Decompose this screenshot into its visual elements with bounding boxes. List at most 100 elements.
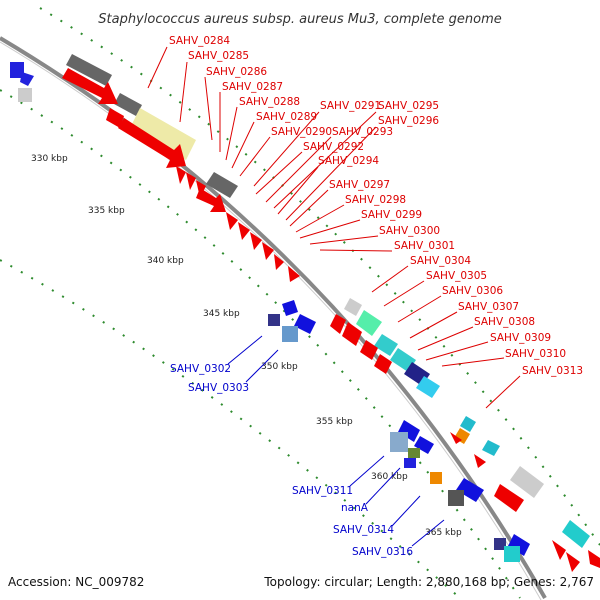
tick-row-outer	[39, 7, 600, 546]
kbp-label: 340 kbp	[147, 256, 184, 266]
gene-label: SAHV_0304	[410, 255, 471, 267]
gene-arrow	[206, 172, 238, 198]
gene-arrow	[398, 420, 420, 442]
gene-arrow	[10, 62, 24, 78]
gene-label: SAHV_0303	[188, 382, 249, 394]
topology-label: Topology: circular; Length: 2,880,168 bp…	[263, 575, 594, 589]
gene-arrow	[18, 88, 32, 102]
kbp-label: 330 kbp	[31, 154, 68, 164]
gene-arrow	[262, 242, 274, 260]
gene-arrow	[330, 314, 346, 334]
gene-label: SAHV_0295	[378, 100, 439, 112]
blue-leader-lines	[227, 335, 445, 547]
tick-row-inner	[0, 89, 521, 599]
gene-label: SAHV_0296	[378, 115, 439, 127]
gene-arrow	[356, 310, 382, 336]
gene-arrow	[238, 222, 250, 240]
red-genes	[62, 68, 600, 572]
gene-arrow	[226, 212, 238, 230]
gene-arrow	[408, 448, 420, 458]
gene-label: SAHV_0299	[361, 209, 422, 221]
gene-label: SAHV_0311	[292, 485, 353, 497]
gene-label: SAHV_0287	[222, 81, 283, 93]
kbp-label: 355 kbp	[316, 417, 353, 427]
gene-label: SAHV_0291	[320, 100, 381, 112]
gene-label: SAHV_0294	[318, 155, 379, 167]
gene-label: SAHV_0288	[239, 96, 300, 108]
gene-label: SAHV_0309	[490, 332, 551, 344]
gene-label: SAHV_0297	[329, 179, 390, 191]
red-leader-lines	[147, 46, 521, 409]
gene-arrow	[552, 540, 566, 560]
gene-label: SAHV_0302	[170, 363, 231, 375]
gene-arrow	[450, 432, 462, 444]
kbp-label: 350 kbp	[261, 362, 298, 372]
gene-arrow	[282, 326, 298, 342]
gene-arrow	[588, 550, 600, 568]
gene-arrow	[288, 266, 300, 282]
gene-arrow	[510, 466, 544, 498]
gene-arrow	[344, 298, 362, 316]
gene-arrow	[118, 118, 186, 168]
gene-arrow	[494, 484, 524, 512]
gene-label: SAHV_0285	[188, 50, 249, 62]
gene-label: SAHV_0313	[522, 365, 583, 377]
gene-arrow	[374, 354, 392, 374]
gene-label: SAHV_0310	[505, 348, 566, 360]
gene-arrow	[414, 436, 434, 454]
gene-arrow	[374, 334, 398, 356]
gene-arrow	[566, 552, 580, 572]
kbp-label: 335 kbp	[88, 206, 125, 216]
tick-rows	[0, 7, 600, 599]
gene-label: SAHV_0308	[474, 316, 535, 328]
gene-label: SAHV_0307	[458, 301, 519, 313]
gene-arrow	[494, 538, 506, 550]
gene-label: SAHV_0289	[256, 111, 317, 123]
gene-arrow	[504, 546, 520, 562]
kbp-label: 345 kbp	[203, 309, 240, 319]
blue-gene-labels: SAHV_0302 SAHV_0303 SAHV_0311 nanA SAHV_…	[170, 363, 413, 558]
gene-label: nanA	[341, 502, 369, 514]
gene-arrow	[196, 188, 226, 212]
accession-label: Accession: NC_009782	[8, 575, 144, 589]
gene-label: SAHV_0286	[206, 66, 267, 78]
gene-label: SAHV_0306	[442, 285, 503, 297]
gene-label: SAHV_0305	[426, 270, 487, 282]
gene-label: SAHV_0298	[345, 194, 406, 206]
gene-arrow	[342, 322, 362, 346]
gene-arrow	[448, 490, 464, 506]
gene-label: SAHV_0316	[352, 546, 413, 558]
gene-arrow	[508, 534, 530, 556]
gene-arrow	[268, 314, 280, 326]
gene-arrow	[20, 72, 34, 86]
red-gene-labels: SAHV_0284 SAHV_0285 SAHV_0286 SAHV_0287 …	[169, 35, 583, 377]
kbp-label: 365 kbp	[425, 528, 462, 538]
gene-arrow	[430, 472, 442, 484]
gene-arrow	[390, 432, 408, 452]
gene-arrow	[250, 232, 262, 250]
kbp-labels: 330 kbp 335 kbp 340 kbp 345 kbp 350 kbp …	[31, 154, 462, 538]
gene-arrow	[62, 68, 118, 104]
gene-arrow	[106, 108, 124, 128]
gene-label: SAHV_0301	[394, 240, 455, 252]
gene-arrow	[186, 172, 196, 190]
gene-arrow	[456, 478, 484, 502]
gene-label: SAHV_0293	[332, 126, 393, 138]
genome-backbone-shadow	[0, 41, 542, 600]
gene-label: SAHV_0284	[169, 35, 230, 47]
gene-arrow	[274, 254, 284, 270]
inner-features	[10, 62, 530, 562]
gene-arrow	[66, 54, 112, 86]
gene-arrow	[360, 340, 378, 360]
gene-label: SAHV_0300	[379, 225, 440, 237]
gene-arrow	[460, 416, 476, 432]
gene-arrow	[474, 454, 486, 468]
gene-label: SAHV_0292	[303, 141, 364, 153]
gene-label: SAHV_0314	[333, 524, 394, 536]
gene-arrow	[562, 520, 590, 548]
gene-arrow	[114, 93, 142, 116]
gene-arrow	[294, 314, 316, 334]
gene-arrow	[482, 440, 500, 456]
genome-backbone	[0, 36, 547, 599]
